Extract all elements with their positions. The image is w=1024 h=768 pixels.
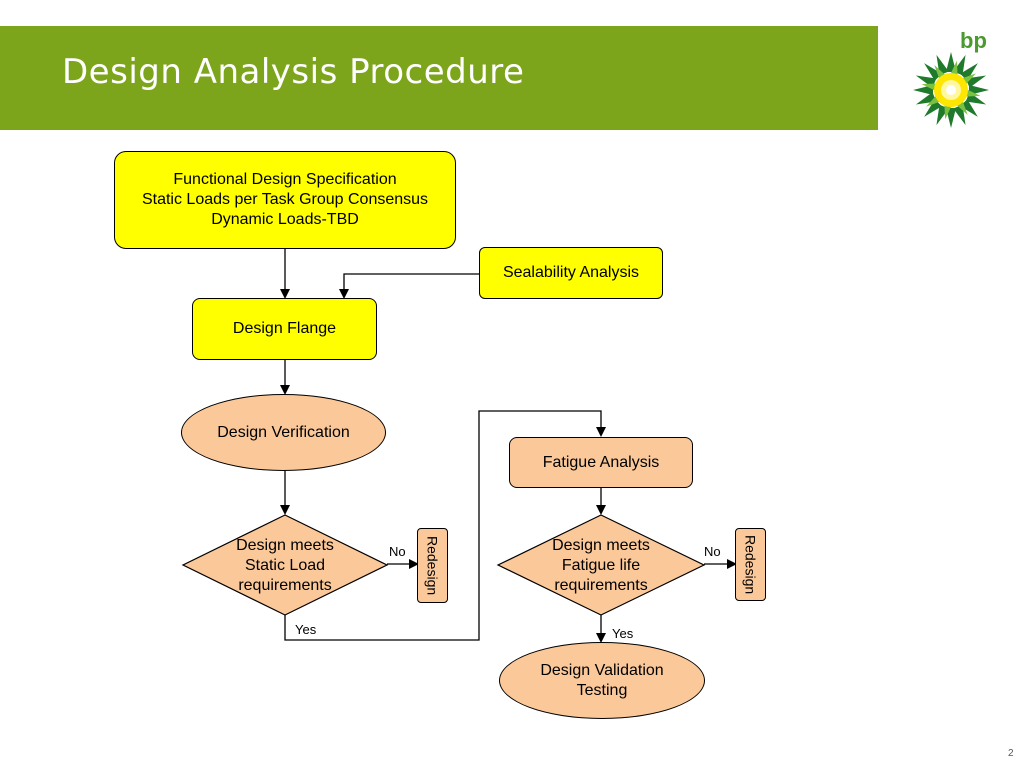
static-yes-label: Yes: [295, 622, 317, 637]
slide-title: Design Analysis Procedure: [62, 52, 525, 92]
fatigue-analysis-label: Fatigue Analysis: [542, 453, 660, 471]
redesign-label-1: Redesign: [424, 535, 441, 596]
fatigue-check-line-1: Design meets: [552, 537, 650, 554]
edge-sealability-to-flange: [339, 273, 479, 299]
design-flange-box: Design Flange: [192, 298, 377, 360]
fatigue-yes-label: Yes: [612, 626, 634, 641]
bp-helios-logo-icon: [913, 52, 989, 128]
fatigue-check-line-3: requirements: [554, 577, 648, 594]
bp-logo-text: bp: [960, 28, 987, 53]
sealability-label: Sealability Analysis: [502, 264, 640, 281]
title-band: [0, 26, 878, 130]
static-no-label: No: [389, 544, 406, 559]
design-verification-ellipse: Design Verification: [181, 394, 386, 471]
validation-line-1: Design Validation: [540, 661, 664, 679]
static-check-line-1: Design meets: [236, 537, 334, 554]
design-validation-ellipse: Design Validation Testing: [499, 642, 705, 719]
design-verification-label: Design Verification: [217, 423, 350, 441]
design-flange-label: Design Flange: [232, 320, 337, 337]
spec-line-1: Functional Design Specification: [173, 171, 397, 188]
page-number: 2: [1008, 748, 1014, 759]
redesign-box-2: Redesign: [735, 528, 766, 601]
sealability-analysis-box: Sealability Analysis: [479, 247, 663, 299]
spec-line-3: Dynamic Loads-TBD: [211, 211, 359, 228]
functional-design-spec-box: Functional Design Specification Static L…: [114, 151, 456, 249]
static-check-text: Design meets Static Load requirements: [205, 536, 365, 596]
fatigue-check-line-2: Fatigue life: [561, 557, 641, 574]
redesign-label-2: Redesign: [742, 534, 759, 595]
redesign-box-1: Redesign: [417, 528, 448, 603]
validation-line-2: Testing: [576, 681, 628, 699]
static-check-line-3: requirements: [238, 577, 332, 594]
static-load-decision: [181, 514, 389, 616]
fatigue-check-text: Design meets Fatigue life requirements: [521, 536, 681, 596]
static-check-line-2: Static Load: [244, 557, 326, 574]
edge-static-yes: [284, 410, 606, 641]
fatigue-no-label: No: [704, 544, 721, 559]
fatigue-analysis-box: Fatigue Analysis: [509, 437, 693, 488]
spec-line-2: Static Loads per Task Group Consensus: [141, 191, 429, 208]
fatigue-life-decision: [496, 514, 706, 616]
